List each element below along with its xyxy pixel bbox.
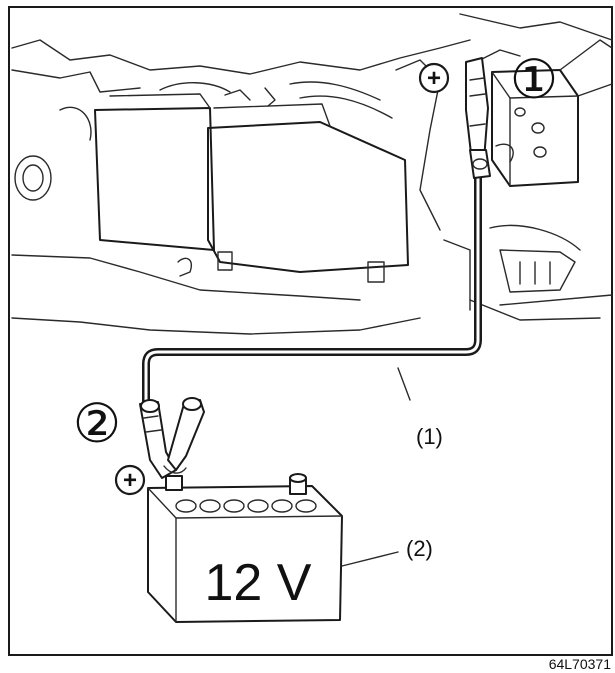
battery-callout-label: (2) [406, 536, 433, 561]
step-number-1: ① [510, 48, 558, 111]
positive-symbol-top: + [427, 65, 441, 92]
positive-symbol-bottom: + [123, 467, 137, 494]
cable-callout-label: (1) [416, 424, 443, 449]
figure-code: 64L70371 [549, 656, 612, 672]
battery-voltage-label: 12 V [205, 554, 312, 612]
step-number-2: ② [73, 392, 121, 455]
positive-marker-bottom: + [116, 466, 144, 494]
positive-marker-top: + [420, 64, 448, 92]
